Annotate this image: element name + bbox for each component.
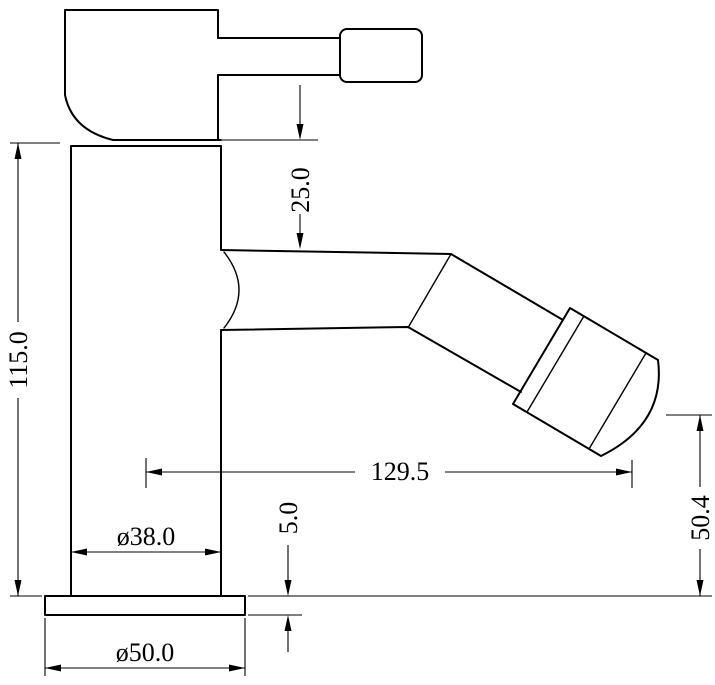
dim-outlet-height-lines — [248, 414, 712, 597]
dim-reach-lines — [145, 458, 633, 488]
dim-spout-top-offset-lines — [222, 85, 318, 233]
aerator-outline — [512, 307, 660, 457]
faucet-head-outline — [64, 9, 222, 141]
arrow-right-icon — [616, 468, 632, 476]
dim-base-diameter: ø50.0 — [44, 618, 246, 676]
faucet-head — [64, 9, 222, 141]
dim-base-diameter-lines — [44, 618, 246, 676]
body-column-outline — [70, 145, 222, 597]
arrow-left-icon — [71, 548, 87, 556]
spout-bend-joint-line — [408, 253, 452, 327]
dim-overall-height: 115.0 — [4, 142, 60, 597]
dim-base-diameter-label: ø50.0 — [116, 638, 175, 667]
dim-outlet-height-label: 50.4 — [686, 495, 715, 541]
dim-body-diameter-label: ø38.0 — [117, 522, 176, 551]
base-flange — [44, 595, 246, 616]
arrow-down-icon — [296, 233, 304, 249]
dim-base-thickness-lines — [248, 545, 302, 652]
arrow-down-icon — [284, 580, 292, 596]
dim-spout-top-offset: 25.0 — [222, 85, 318, 249]
dim-reach-label: 129.5 — [371, 457, 430, 486]
base-flange-outline — [44, 595, 246, 616]
dim-base-thickness: 5.0 — [248, 502, 303, 652]
aerator-head — [512, 307, 660, 457]
faucet-lever — [217, 28, 423, 83]
dim-overall-height-lines — [10, 142, 60, 597]
dim-reach: 129.5 — [145, 457, 633, 488]
arrow-left-icon — [45, 664, 61, 672]
faucet-body-column — [70, 145, 222, 597]
dim-outlet-height: 50.4 — [248, 414, 715, 597]
arrow-right-icon — [229, 664, 245, 672]
lever-neck — [217, 37, 341, 76]
arrow-up-icon — [696, 415, 704, 431]
arrow-up-icon — [14, 143, 22, 159]
aerator-band-lines — [526, 315, 647, 450]
arrow-up-icon — [284, 615, 292, 631]
dim-overall-height-label: 115.0 — [4, 331, 33, 389]
arrow-right-icon — [205, 548, 221, 556]
arrow-left-icon — [146, 468, 162, 476]
knurled-grip — [339, 28, 423, 83]
dim-body-diameter: ø38.0 — [71, 522, 221, 556]
dim-base-thickness-label: 5.0 — [274, 502, 303, 535]
arrow-down-icon — [296, 124, 304, 140]
arrow-down-icon — [14, 580, 22, 596]
dim-spout-top-offset-label: 25.0 — [286, 167, 315, 213]
spout-outline — [220, 249, 564, 393]
arrow-down-icon — [696, 580, 704, 596]
spout — [220, 249, 564, 393]
spout-root-arc — [223, 251, 240, 329]
